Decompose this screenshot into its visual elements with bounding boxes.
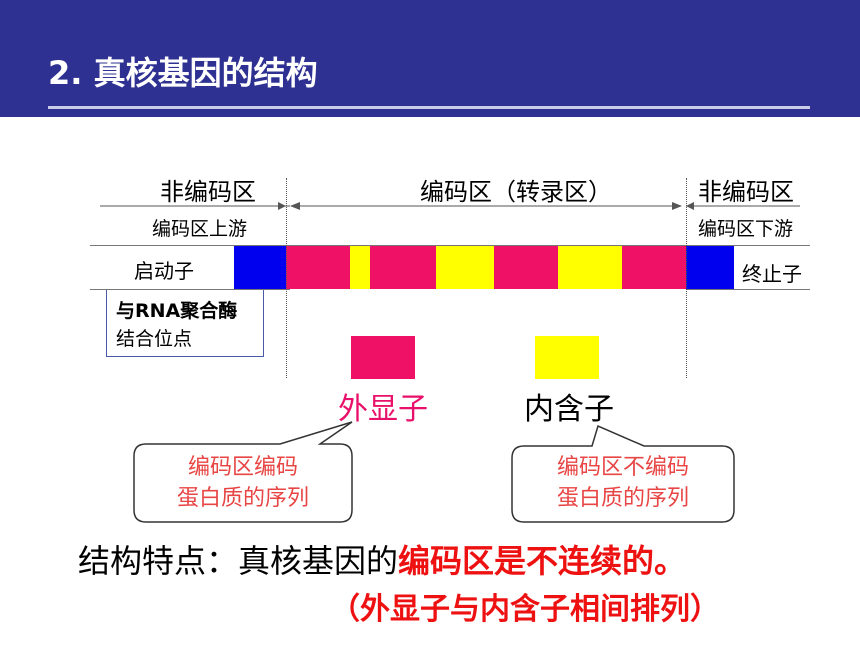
summary-highlight: 编码区是不连续的。	[398, 542, 687, 580]
intron-callout-line1: 编码区不编码	[556, 455, 689, 480]
exon-callout-text: 编码区编码 蛋白质的序列	[134, 452, 352, 514]
terminator-label: 终止子	[742, 262, 802, 286]
exon-segment	[622, 246, 686, 289]
intron-label: 内含子	[524, 392, 614, 427]
gene-bottom-line-right	[686, 289, 810, 290]
intron-legend-swatch	[535, 336, 599, 379]
intron-callout-bubble	[511, 424, 735, 523]
exon-legend-swatch	[351, 336, 415, 379]
intron-segment	[558, 246, 622, 289]
title-underline	[48, 106, 810, 109]
promoter-block	[234, 246, 286, 289]
slide-header	[0, 0, 860, 117]
slide-title: 2. 真核基因的结构	[48, 54, 318, 92]
exon-segment	[494, 246, 558, 289]
exon-callout-line1: 编码区编码	[187, 455, 298, 480]
intron-callout-line2: 蛋白质的序列	[556, 486, 689, 511]
region-arrows	[100, 202, 800, 210]
noncoding-right-label: 非编码区	[698, 178, 794, 206]
binding-site-line2: 结合位点	[116, 328, 193, 350]
promoter-label: 启动子	[134, 259, 194, 283]
summary-line: 结构特点：真核基因的编码区是不连续的。	[78, 536, 686, 582]
exon-callout-bubble	[133, 421, 353, 523]
gene-bottom-line-left	[90, 289, 290, 290]
exon-segment	[370, 246, 436, 289]
coding-region-label: 编码区（转录区）	[420, 178, 612, 206]
boundary-line-right	[686, 178, 687, 378]
noncoding-left-label: 非编码区	[160, 178, 256, 206]
exon-callout-line2: 蛋白质的序列	[176, 486, 309, 511]
exon-segment	[286, 246, 350, 289]
downstream-label: 编码区下游	[698, 218, 794, 240]
gene-top-line	[90, 245, 810, 246]
terminator-block	[686, 246, 734, 289]
boundary-line-left	[286, 178, 287, 378]
summary-prefix: 结构特点：真核基因的	[78, 542, 399, 580]
intron-callout-text: 编码区不编码 蛋白质的序列	[512, 452, 734, 514]
upstream-label: 编码区上游	[152, 218, 248, 240]
binding-site-line1: 与RNA聚合酶	[116, 300, 238, 322]
exon-label: 外显子	[338, 392, 428, 427]
summary-note: （外显子与内含子相间排列）	[330, 592, 720, 627]
intron-segment	[436, 246, 494, 289]
intron-segment	[350, 246, 370, 289]
binding-site-box	[106, 290, 264, 357]
